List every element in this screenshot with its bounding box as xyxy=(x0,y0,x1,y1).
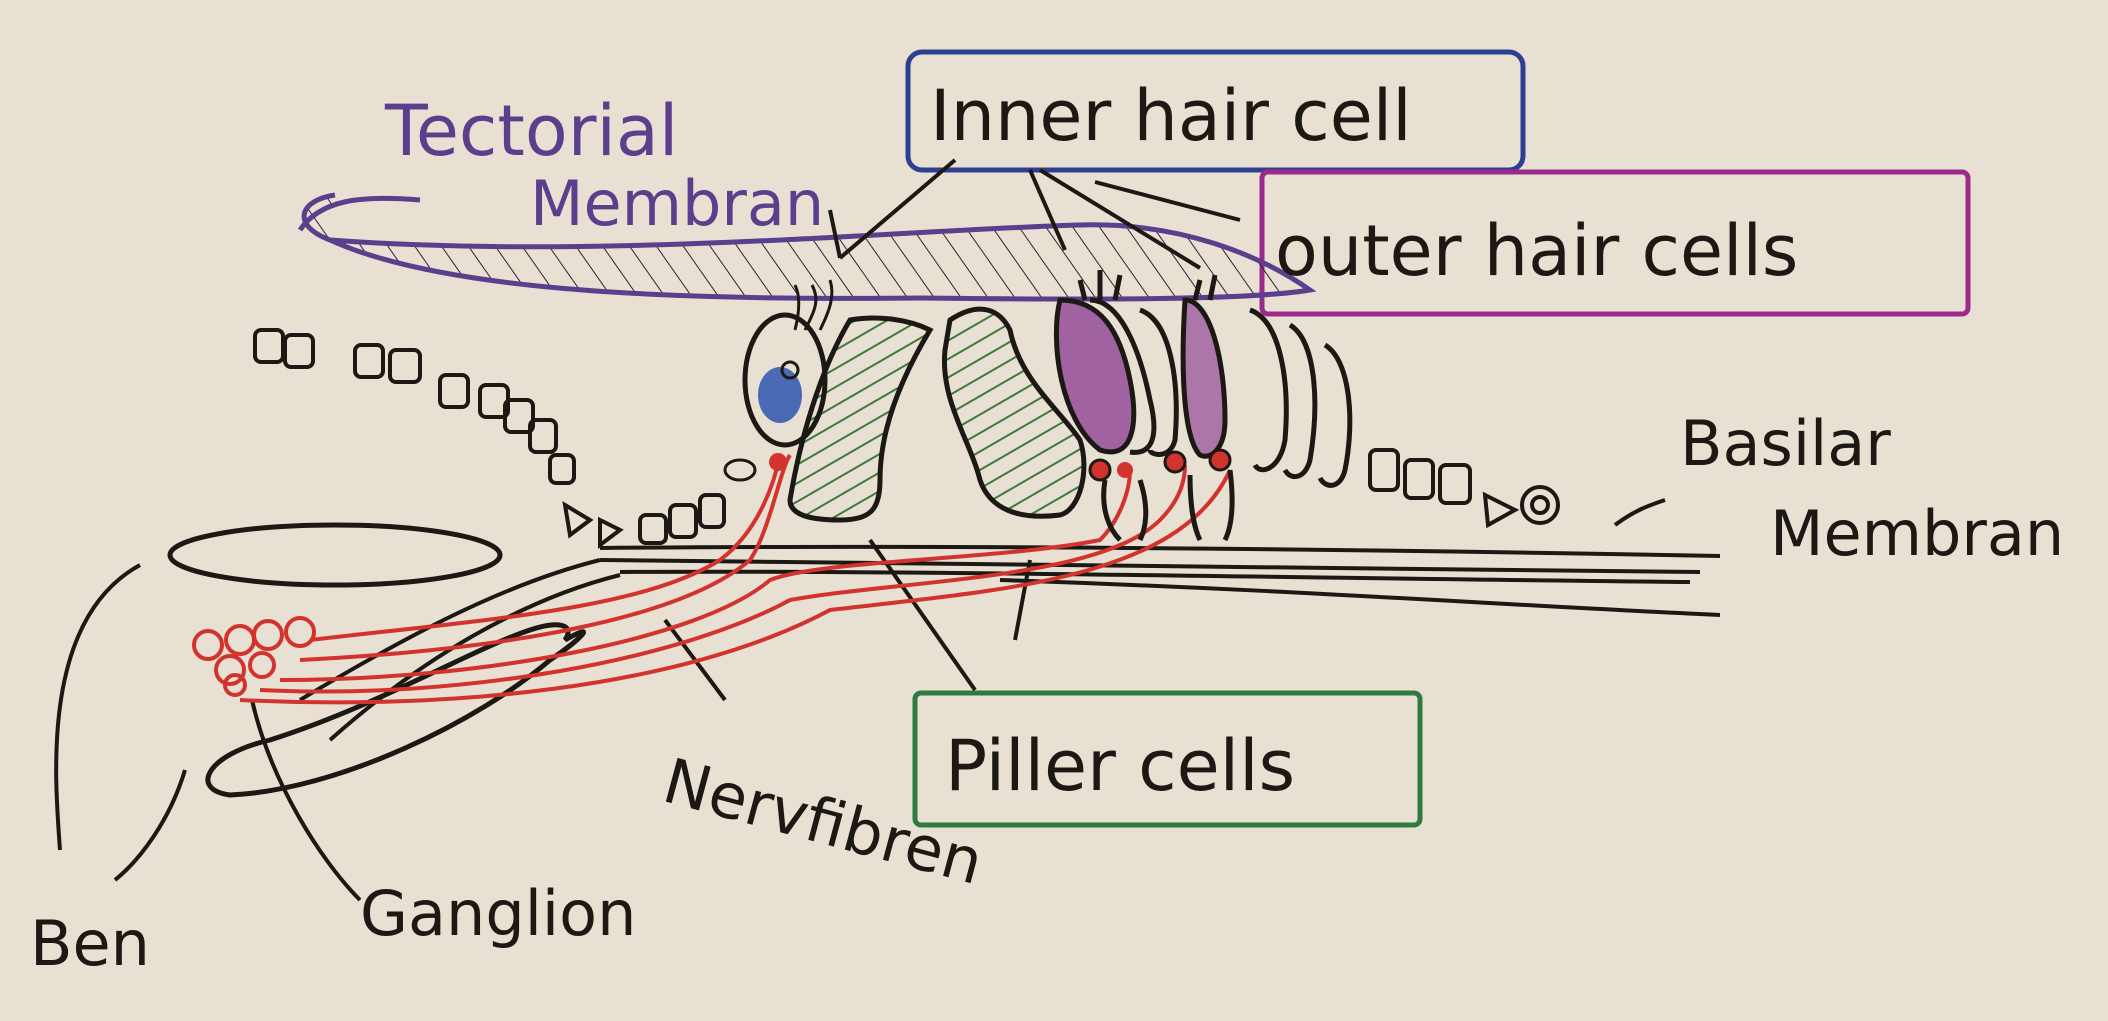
bone-label: Ben xyxy=(30,907,150,980)
tectorial-label-line1: Tectorial xyxy=(384,90,678,172)
supporting-cells xyxy=(253,328,1560,549)
bone-upper-ellipse xyxy=(167,522,503,588)
tectorial-membrane xyxy=(301,192,1317,302)
outer-hair-cells-box xyxy=(1259,169,1971,317)
inner-pillar-cell xyxy=(787,315,934,523)
piller-cells-label: Piller cells xyxy=(945,725,1295,807)
nerve-fibres xyxy=(239,453,1232,705)
tectorial-label-line2: Membran xyxy=(530,167,824,240)
basilar-label-line2: Membran xyxy=(1770,497,2064,570)
ganglion-label: Ganglion xyxy=(360,877,636,950)
inner-hair-cell xyxy=(723,279,834,482)
outer-pillar-cell xyxy=(941,306,1087,519)
outer-hair-cells xyxy=(1053,270,1353,542)
ganglion-cells xyxy=(192,616,316,697)
piller-cells-box xyxy=(912,690,1423,828)
bone-lower-shape xyxy=(205,622,587,798)
outer-hair-cells-label: outer hair cells xyxy=(1275,210,1798,292)
inner-hair-cell-label: Inner hair cell xyxy=(930,75,1412,157)
basilar-label-line1: Basilar xyxy=(1680,407,1891,480)
inner-hair-cell-box xyxy=(905,49,1526,173)
basilar-membrane xyxy=(298,544,1721,742)
nerve-fibres-label: Nervfibren xyxy=(656,744,990,899)
